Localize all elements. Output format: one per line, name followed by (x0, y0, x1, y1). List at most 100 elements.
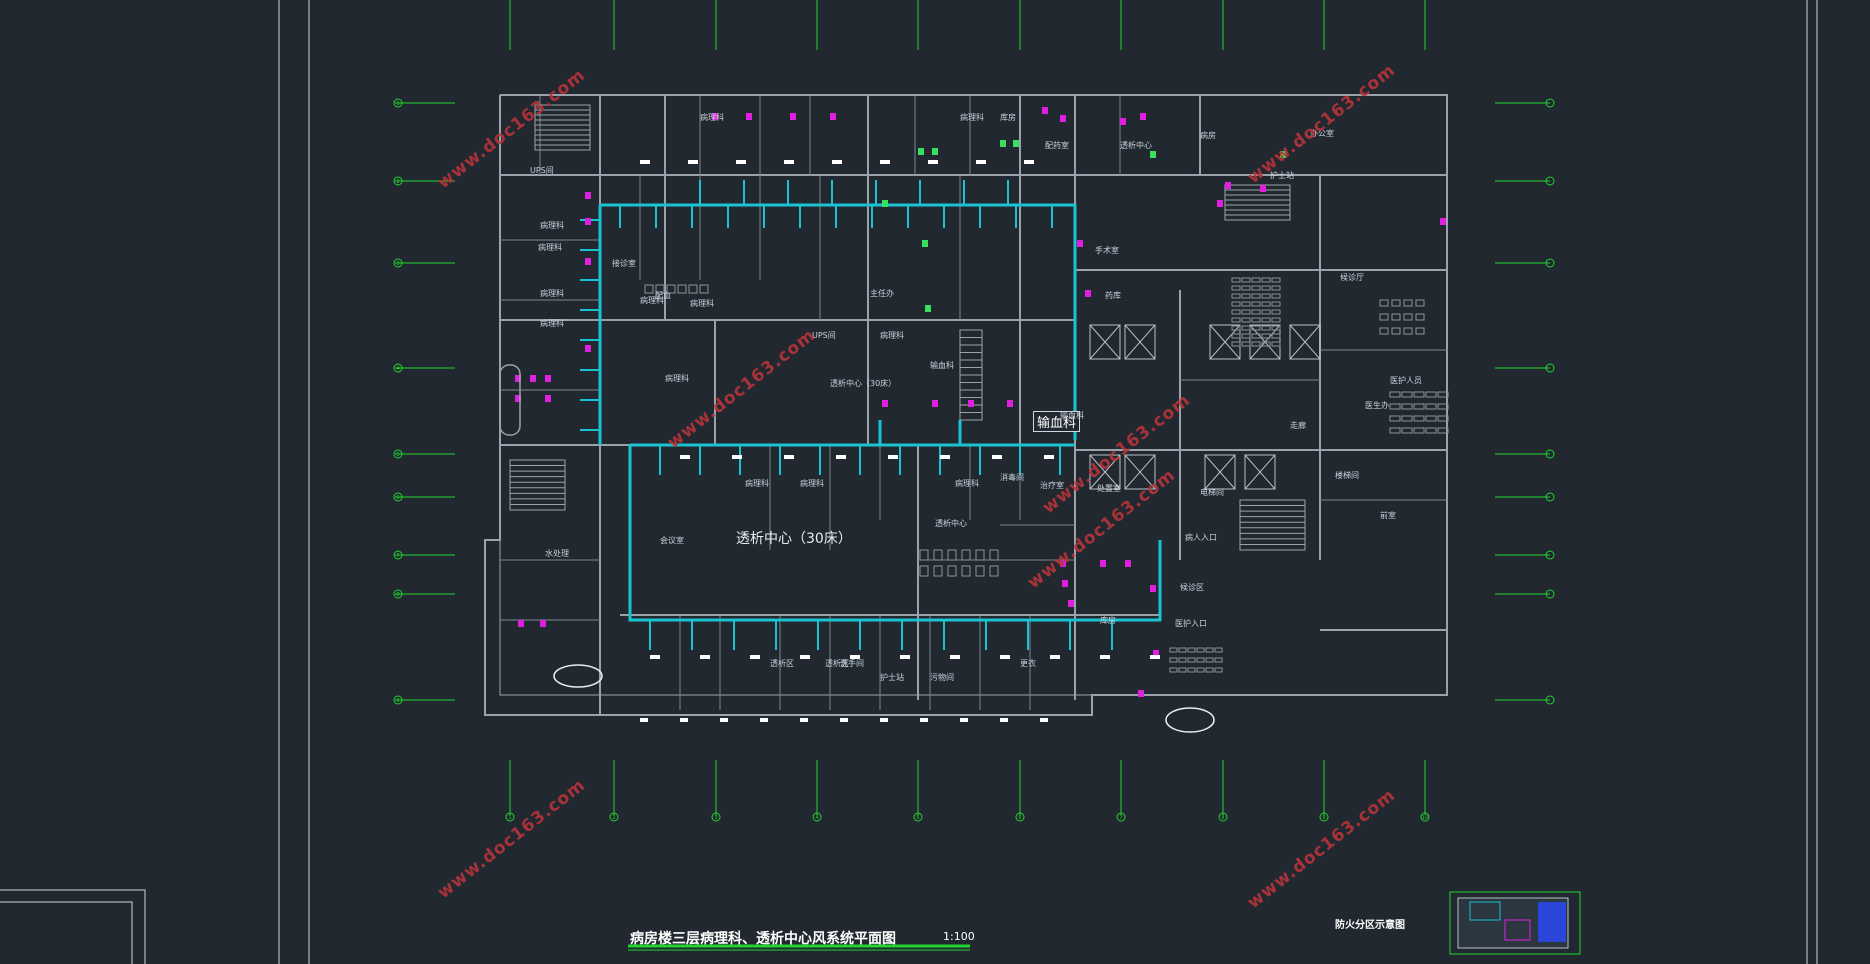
room-label: 病理科 (745, 479, 769, 488)
damper (650, 655, 660, 659)
seat (644, 284, 654, 294)
axis-bubble-bottom (505, 812, 515, 822)
elevator-cross (1209, 324, 1241, 360)
diffuser (932, 400, 938, 407)
seat (1205, 667, 1214, 673)
seat (1169, 667, 1178, 673)
elevator-cross (1244, 454, 1276, 490)
seat (1251, 325, 1261, 331)
room-label: 走廊 (1290, 421, 1306, 430)
diffuser (1440, 218, 1446, 225)
damper (640, 718, 648, 722)
diffuser (1140, 113, 1146, 120)
seat (1241, 293, 1251, 299)
seat (1391, 299, 1401, 307)
exhaust-fan (922, 240, 928, 247)
seat (1391, 327, 1401, 335)
seat (1413, 391, 1425, 398)
room-label: 护士站 (1270, 171, 1294, 180)
damper (836, 455, 846, 459)
seat (1231, 317, 1241, 323)
axis-bubble-right (1545, 449, 1555, 459)
seat (1241, 341, 1251, 347)
seat (1271, 317, 1281, 323)
seat (1271, 309, 1281, 315)
damper (784, 455, 794, 459)
building-walls (484, 94, 1448, 716)
room-label: 医护人员 (1390, 376, 1422, 385)
seat (1251, 285, 1261, 291)
diffuser (1100, 560, 1106, 567)
room-label: 输血科 (1060, 411, 1084, 420)
diffuser (545, 375, 551, 382)
diffuser (1125, 560, 1131, 567)
axis-label-left: 9 (396, 698, 399, 704)
axis-label-bottom: 1 (508, 815, 511, 821)
seat (655, 284, 665, 294)
damper (940, 455, 950, 459)
room-label: 透析中心 (1120, 141, 1152, 150)
damper (1150, 655, 1160, 659)
seat (699, 284, 709, 294)
damper (920, 718, 928, 722)
blood-bank-label: 输血科 (1033, 411, 1081, 432)
seat (1425, 391, 1437, 398)
axis-bubble-right (1545, 363, 1555, 373)
seat (1251, 293, 1261, 299)
seat (1413, 427, 1425, 434)
room-label: 护士站 (880, 673, 904, 682)
seat (1261, 341, 1271, 347)
room-label: 接诊室 (612, 259, 636, 268)
seat (1251, 333, 1261, 339)
room-label: UPS间 (530, 166, 554, 175)
elevator-car (1124, 454, 1156, 490)
room-label: 主任办 (870, 289, 894, 298)
damper (700, 655, 710, 659)
diffuser (1060, 560, 1066, 567)
axis-bubble-left (393, 550, 403, 560)
seat (1231, 277, 1241, 283)
axis-label-bottom: 4 (815, 815, 818, 821)
axis-bubble-bottom (1015, 812, 1025, 822)
room-label: 病理科 (800, 479, 824, 488)
diffuser (746, 113, 752, 120)
seat (1196, 647, 1205, 653)
damper (1040, 718, 1048, 722)
room-label: 透析区 (825, 659, 849, 668)
misc-shapes (553, 664, 1215, 733)
room-label: 输血科 (930, 361, 954, 370)
diffuser (515, 395, 521, 402)
room-label: 楼梯间 (1335, 471, 1359, 480)
room-label: 病理科 (540, 289, 564, 298)
room-label: 病理科 (540, 221, 564, 230)
seat (1261, 301, 1271, 307)
fire-zone-thumbnail (1449, 891, 1581, 955)
seat (1231, 333, 1241, 339)
damper (992, 455, 1002, 459)
seat (1437, 415, 1449, 422)
seat (1413, 403, 1425, 410)
seat (989, 549, 999, 561)
seat (1231, 325, 1241, 331)
seat (1169, 647, 1178, 653)
damper (1024, 160, 1034, 164)
axis-label-bottom: 7 (1119, 815, 1122, 821)
room-label: 病理科 (665, 374, 689, 383)
seat (1271, 301, 1281, 307)
exhaust-fan (1013, 140, 1019, 147)
elevator-car (1289, 324, 1321, 360)
exhaust-fan (1000, 140, 1006, 147)
axis-label-left: 5 (396, 452, 399, 458)
seat (1205, 647, 1214, 653)
axis-bubble-left (393, 176, 403, 186)
seat (989, 565, 999, 577)
seat (1187, 647, 1196, 653)
damper (840, 718, 848, 722)
axis-bubble-left (393, 98, 403, 108)
diffuser (1120, 118, 1126, 125)
seat (1437, 427, 1449, 434)
duct-branches (580, 180, 1113, 650)
diffuser (790, 113, 796, 120)
